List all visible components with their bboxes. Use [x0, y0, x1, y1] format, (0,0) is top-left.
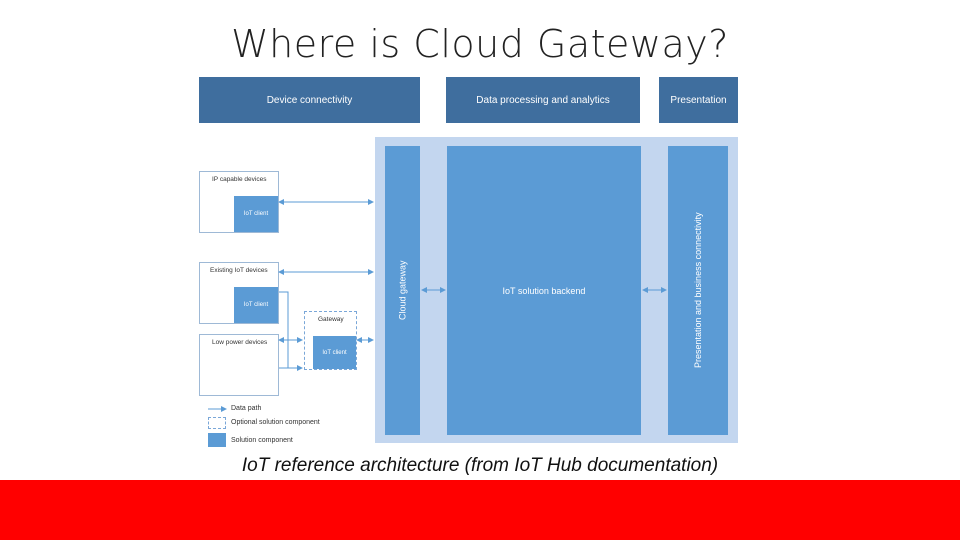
gateway-box: Gateway IoT client — [304, 311, 357, 370]
existing-iot-devices-box: Existing IoT devices IoT client — [199, 262, 279, 324]
ip-device-iot-client: IoT client — [234, 196, 278, 232]
slide-caption: IoT reference architecture (from IoT Hub… — [241, 455, 719, 476]
ip-capable-devices-label: IP capable devices — [212, 176, 267, 183]
legend-solution-swatch — [208, 433, 226, 447]
low-power-devices-box: Low power devices — [199, 334, 279, 396]
footer-band — [0, 480, 960, 540]
iot-solution-backend: IoT solution backend — [447, 146, 641, 435]
legend-solution-label: Solution component — [231, 437, 293, 444]
gateway-iot-client: IoT client — [313, 336, 356, 369]
legend-optional-label: Optional solution component — [231, 419, 320, 426]
gateway-label: Gateway — [318, 316, 344, 323]
existing-device-iot-client: IoT client — [234, 287, 278, 323]
slide-title: Where is Cloud Gateway? — [231, 22, 729, 66]
legend-data-path-label: Data path — [231, 405, 262, 412]
legend-optional-swatch — [208, 417, 226, 429]
low-power-devices-label: Low power devices — [212, 339, 268, 346]
header-data-processing: Data processing and analytics — [446, 77, 640, 123]
existing-iot-devices-label: Existing IoT devices — [210, 267, 268, 274]
backend-label: IoT solution backend — [502, 285, 586, 296]
header-presentation: Presentation — [659, 77, 738, 123]
header-device-connectivity: Device connectivity — [199, 77, 420, 123]
arrow-existing-to-field-gateway — [279, 291, 289, 369]
